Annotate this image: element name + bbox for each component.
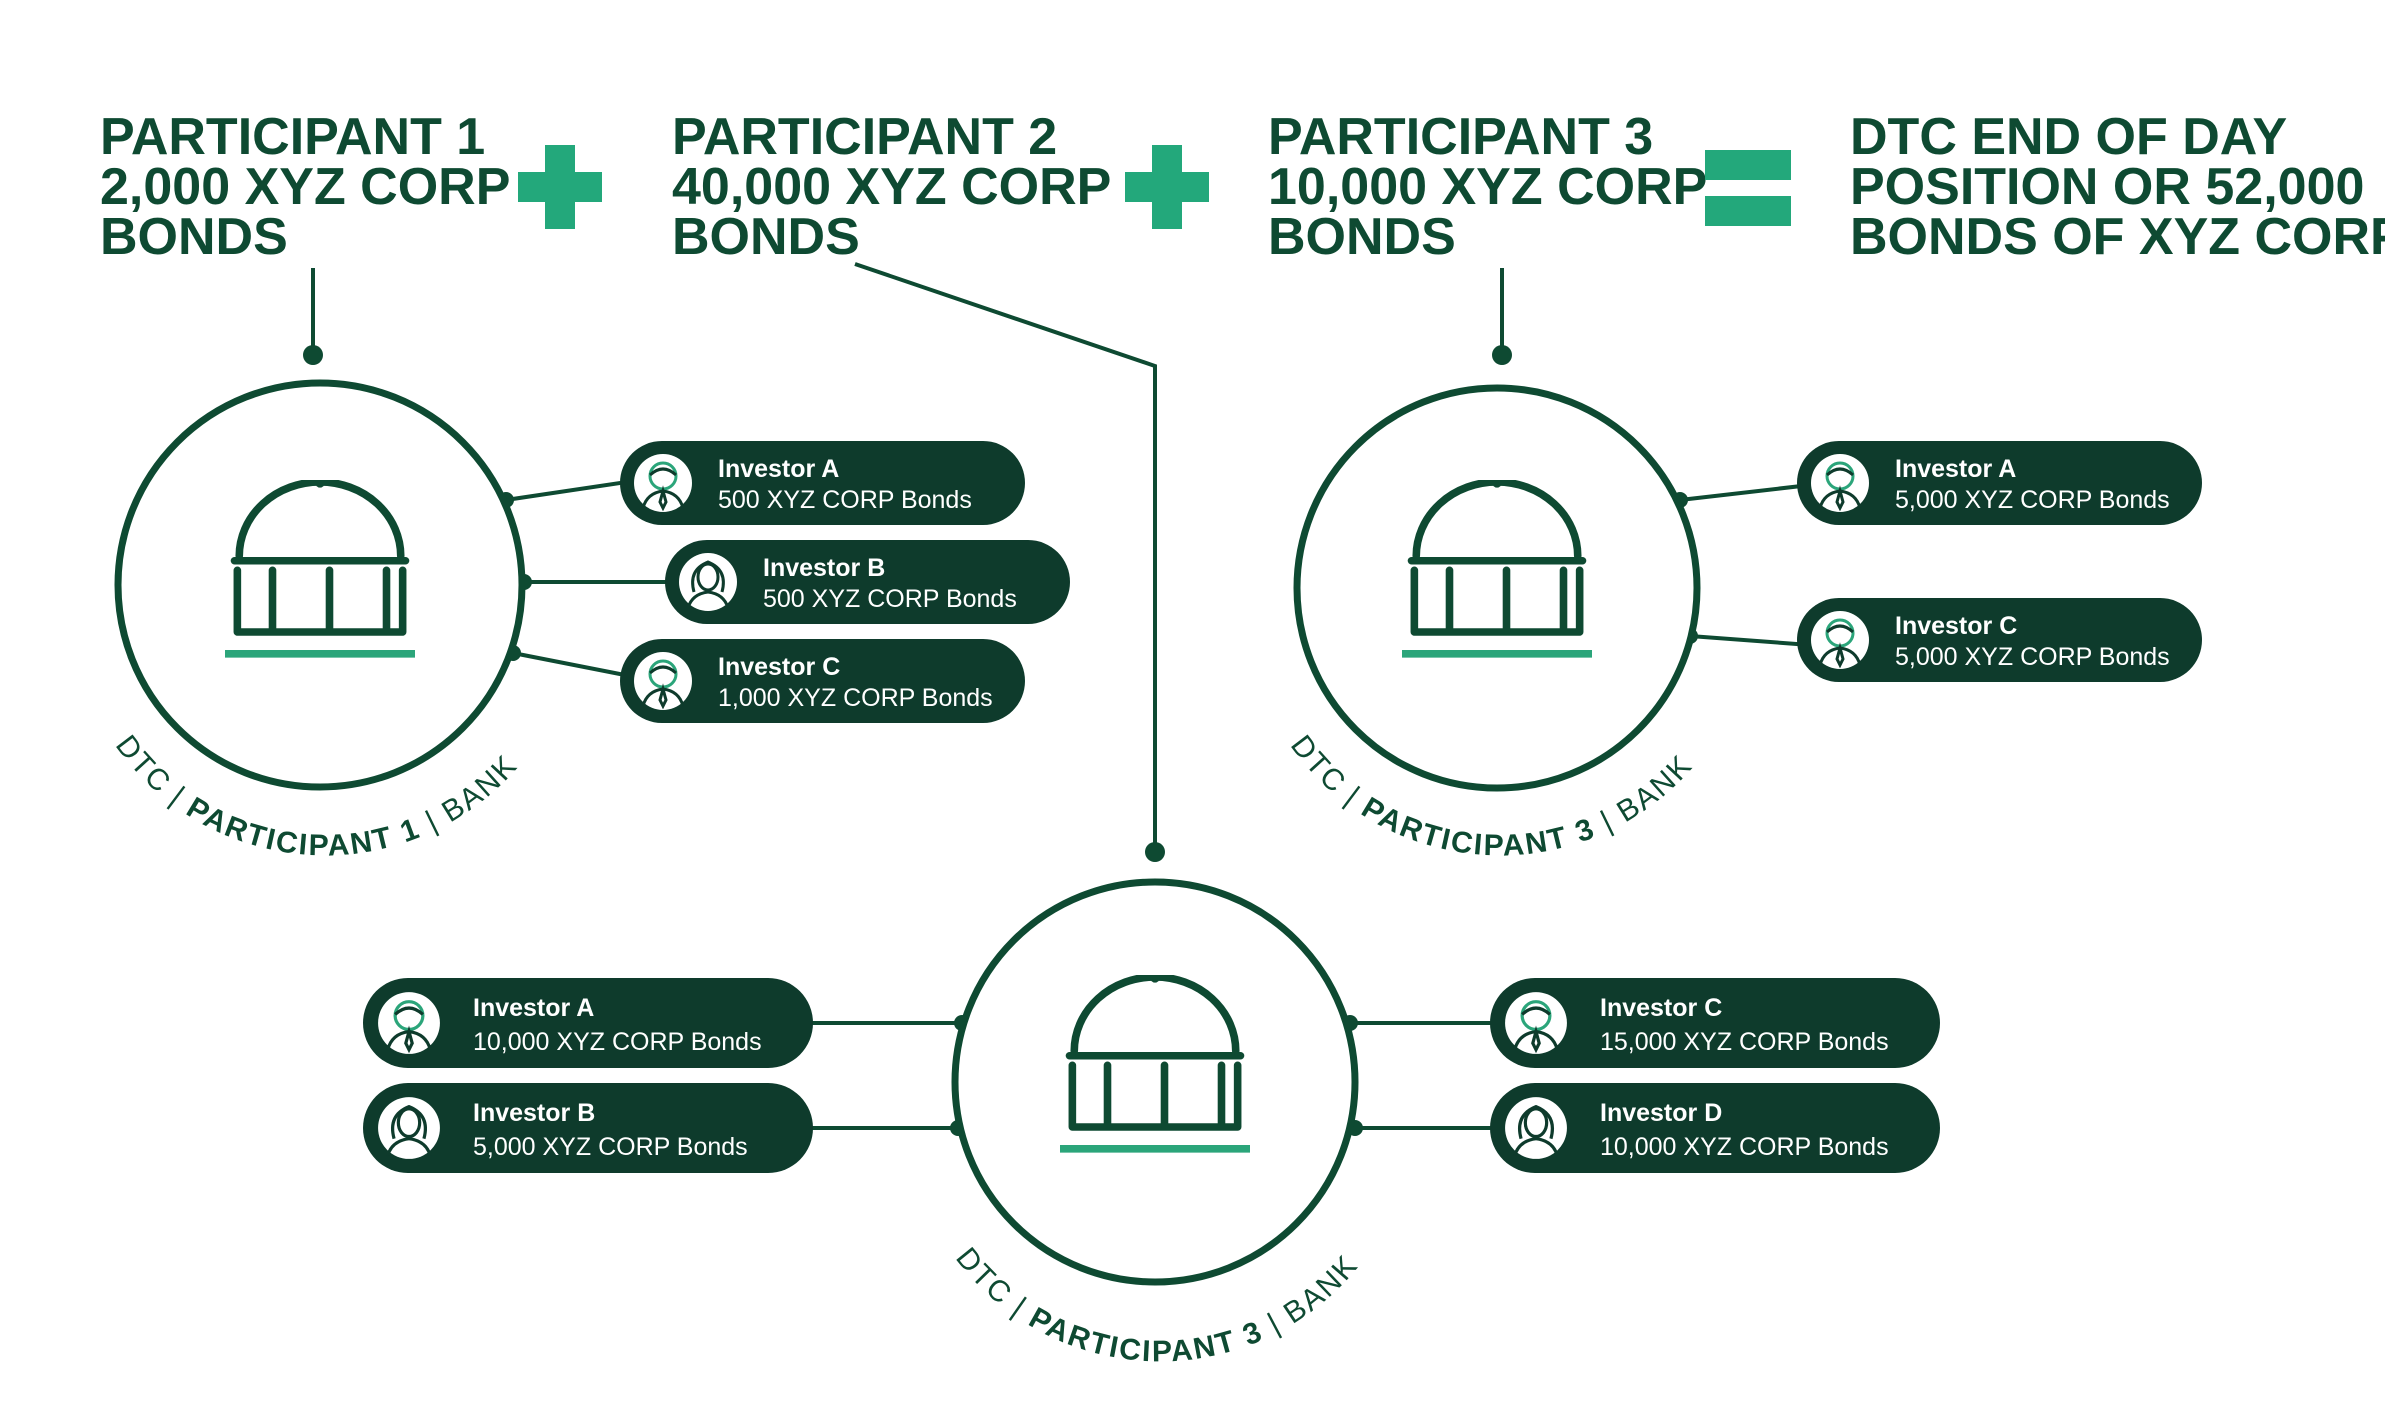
equation-row: PARTICIPANT 1 2,000 XYZ CORP BONDS PARTI… xyxy=(100,108,2385,266)
male-avatar-icon xyxy=(1504,991,1568,1055)
investor-name: Investor B xyxy=(473,1099,595,1127)
investor-pill: Investor B 500 XYZ CORP Bonds xyxy=(665,540,1070,624)
investor-pill: Investor B 5,000 XYZ CORP Bonds xyxy=(363,1083,813,1173)
leader-lines xyxy=(303,262,1512,862)
result-summary: DTC END OF DAY POSITION OR 52,000 BONDS … xyxy=(1850,108,2385,266)
investor-name: Investor B xyxy=(763,554,885,582)
investor-name: Investor C xyxy=(1600,994,1722,1022)
investor-name: Investor A xyxy=(473,994,594,1022)
investor-amount: 10,000 XYZ CORP Bonds xyxy=(1600,1133,1889,1161)
investor-pill: Investor D 10,000 XYZ CORP Bonds xyxy=(1490,1083,1940,1173)
investor-pill: Investor A 5,000 XYZ CORP Bonds xyxy=(1797,441,2202,525)
investor-amount: 15,000 XYZ CORP Bonds xyxy=(1600,1028,1889,1056)
investor-name: Investor A xyxy=(1895,455,2016,483)
participant-1-node: DTC | PARTICIPANT 1 | BANK Investor A 50… xyxy=(109,379,1070,863)
female-avatar-icon xyxy=(1504,1096,1568,1160)
investor-amount: 5,000 XYZ CORP Bonds xyxy=(1895,486,2170,514)
male-avatar-icon xyxy=(1810,453,1870,513)
investor-pill: Investor A 500 XYZ CORP Bonds xyxy=(620,441,1025,525)
investor-name: Investor C xyxy=(1895,612,2017,640)
male-avatar-icon xyxy=(633,651,693,711)
participant-1-summary: PARTICIPANT 1 2,000 XYZ CORP BONDS xyxy=(100,108,524,266)
investor-name: Investor A xyxy=(718,455,839,483)
investor-pill: Investor C 15,000 XYZ CORP Bonds xyxy=(1490,978,1940,1068)
female-avatar-icon xyxy=(678,552,738,612)
participant-3-circle xyxy=(951,878,1359,1286)
participant-3-circle xyxy=(1293,384,1701,792)
investor-name: Investor D xyxy=(1600,1099,1722,1127)
plus-icon xyxy=(1125,145,1209,229)
investor-amount: 1,000 XYZ CORP Bonds xyxy=(718,684,993,712)
plus-icon xyxy=(518,145,602,229)
male-avatar-icon xyxy=(377,991,441,1055)
participant-3-node-bottom: DTC | PARTICIPANT 3 | BANK Investor A 10… xyxy=(363,878,1940,1368)
investor-amount: 10,000 XYZ CORP Bonds xyxy=(473,1028,762,1056)
investor-amount: 5,000 XYZ CORP Bonds xyxy=(1895,643,2170,671)
participant-3-summary: PARTICIPANT 3 10,000 XYZ CORP BONDS xyxy=(1268,108,1721,266)
equals-icon xyxy=(1705,150,1791,226)
participant-3-node-top: DTC | PARTICIPANT 3 | BANK Investor A 5,… xyxy=(1284,384,2202,863)
male-avatar-icon xyxy=(1810,610,1870,670)
investor-pill: Investor A 10,000 XYZ CORP Bonds xyxy=(363,978,813,1068)
investor-pill: Investor C 5,000 XYZ CORP Bonds xyxy=(1797,598,2202,682)
female-avatar-icon xyxy=(377,1096,441,1160)
investor-pill: Investor C 1,000 XYZ CORP Bonds xyxy=(620,639,1025,723)
participant-1-circle xyxy=(114,379,526,791)
investor-amount: 5,000 XYZ CORP Bonds xyxy=(473,1133,748,1161)
male-avatar-icon xyxy=(633,453,693,513)
investor-amount: 500 XYZ CORP Bonds xyxy=(718,486,972,514)
investor-name: Investor C xyxy=(718,653,840,681)
participant-2-summary: PARTICIPANT 2 40,000 XYZ CORP BONDS xyxy=(672,108,1125,266)
investor-amount: 500 XYZ CORP Bonds xyxy=(763,585,1017,613)
